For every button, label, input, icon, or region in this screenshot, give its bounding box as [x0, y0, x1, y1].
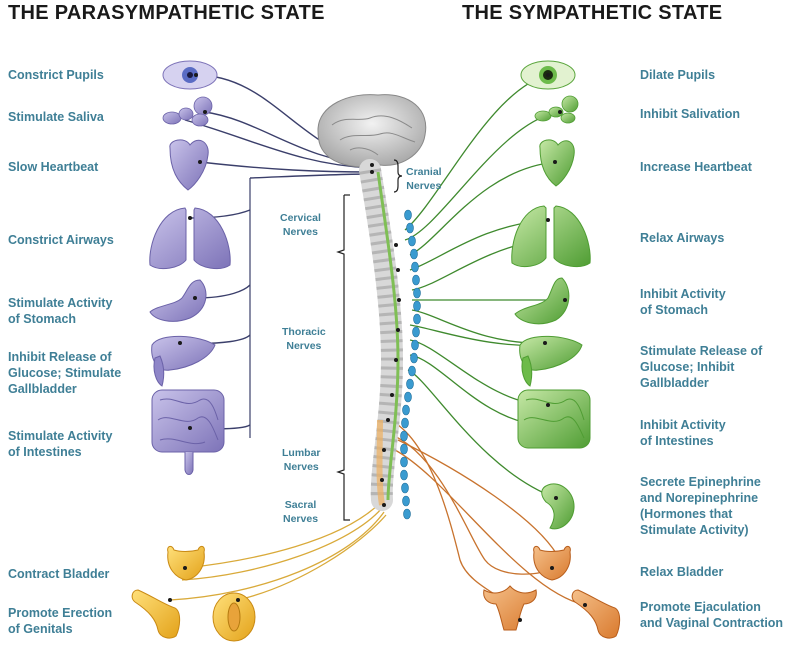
salivary-gland-icon: [534, 95, 579, 124]
gallbladder-icon: [153, 355, 165, 387]
heart-icon: [539, 139, 575, 187]
parasympathetic-title: THE PARASYMPATHETIC STATE: [8, 2, 325, 24]
label-stimulate-saliva: Stimulate Saliva: [8, 110, 104, 124]
sympathetic-title: THE SYMPATHETIC STATE: [462, 2, 723, 24]
label-dilate-pupils: Dilate Pupils: [640, 68, 716, 82]
label-constrict-pupils: Constrict Pupils: [8, 68, 104, 82]
label-constrict-airways: Constrict Airways: [8, 233, 114, 247]
stomach-icon: [514, 277, 570, 325]
label-sacral-nerves: Sacral Nerves: [283, 499, 319, 525]
intestines-icon: [151, 389, 225, 475]
gallbladder-icon: [521, 355, 533, 387]
label-promote-erection: Promote Erection of Genitals: [8, 606, 113, 636]
male-genitals-icon-sympathetic: [571, 589, 621, 639]
label-inhibit-glucose: Inhibit Release of Glucose; Stimulate Ga…: [8, 350, 122, 396]
lungs-icon: [149, 207, 231, 270]
pelvic-nerve-lines: [169, 419, 586, 621]
label-relax-airways: Relax Airways: [640, 231, 725, 245]
nerve-region-brackets: [336, 159, 403, 521]
lungs-icon: [511, 205, 591, 268]
label-stimulate-glucose: Stimulate Release of Glucose; Inhibit Ga…: [640, 344, 763, 390]
label-relax-bladder: Relax Bladder: [640, 565, 724, 579]
label-stimulate-intestines: Stimulate Activity of Intestines: [8, 429, 113, 459]
bladder-icon-sympathetic: [533, 545, 571, 581]
parasympathetic-organs: [149, 60, 231, 475]
label-inhibit-salivation: Inhibit Salivation: [640, 107, 741, 121]
spinal-column: [359, 159, 404, 511]
pelvic-organs: [131, 545, 621, 642]
label-contract-bladder: Contract Bladder: [8, 567, 110, 581]
label-lumbar-nerves: Lumbar Nerves: [282, 447, 321, 473]
label-slow-heartbeat: Slow Heartbeat: [8, 160, 99, 174]
salivary-gland-icon: [162, 96, 213, 127]
uterus-icon: [483, 585, 537, 631]
heart-icon: [169, 139, 209, 191]
label-thoracic-nerves: Thoracic Nerves: [282, 326, 326, 352]
adrenal-kidney-icon: [541, 483, 575, 530]
sympathetic-organs: [511, 60, 591, 530]
male-genitals-icon: [131, 589, 181, 639]
sympathetic-chain-ganglia: [400, 209, 421, 520]
label-cervical-nerves: Cervical Nerves: [280, 212, 321, 238]
intestines-icon: [517, 389, 591, 449]
nerve-endings: [168, 73, 587, 622]
label-stimulate-stomach: Stimulate Activity of Stomach: [8, 296, 113, 326]
label-promote-ejaculation: Promote Ejaculation and Vaginal Contract…: [640, 600, 784, 630]
label-secrete-epinephrine: Secrete Epinephrine and Norepinephrine (…: [640, 475, 761, 537]
label-inhibit-stomach: Inhibit Activity of Stomach: [640, 287, 726, 317]
label-inhibit-intestines: Inhibit Activity of Intestines: [640, 418, 726, 448]
label-cranial-nerves: Cranial Nerves: [406, 166, 442, 192]
stomach-icon: [149, 279, 207, 322]
label-increase-heartbeat: Increase Heartbeat: [640, 160, 752, 174]
brain: [317, 94, 427, 168]
bladder-icon: [167, 545, 205, 581]
